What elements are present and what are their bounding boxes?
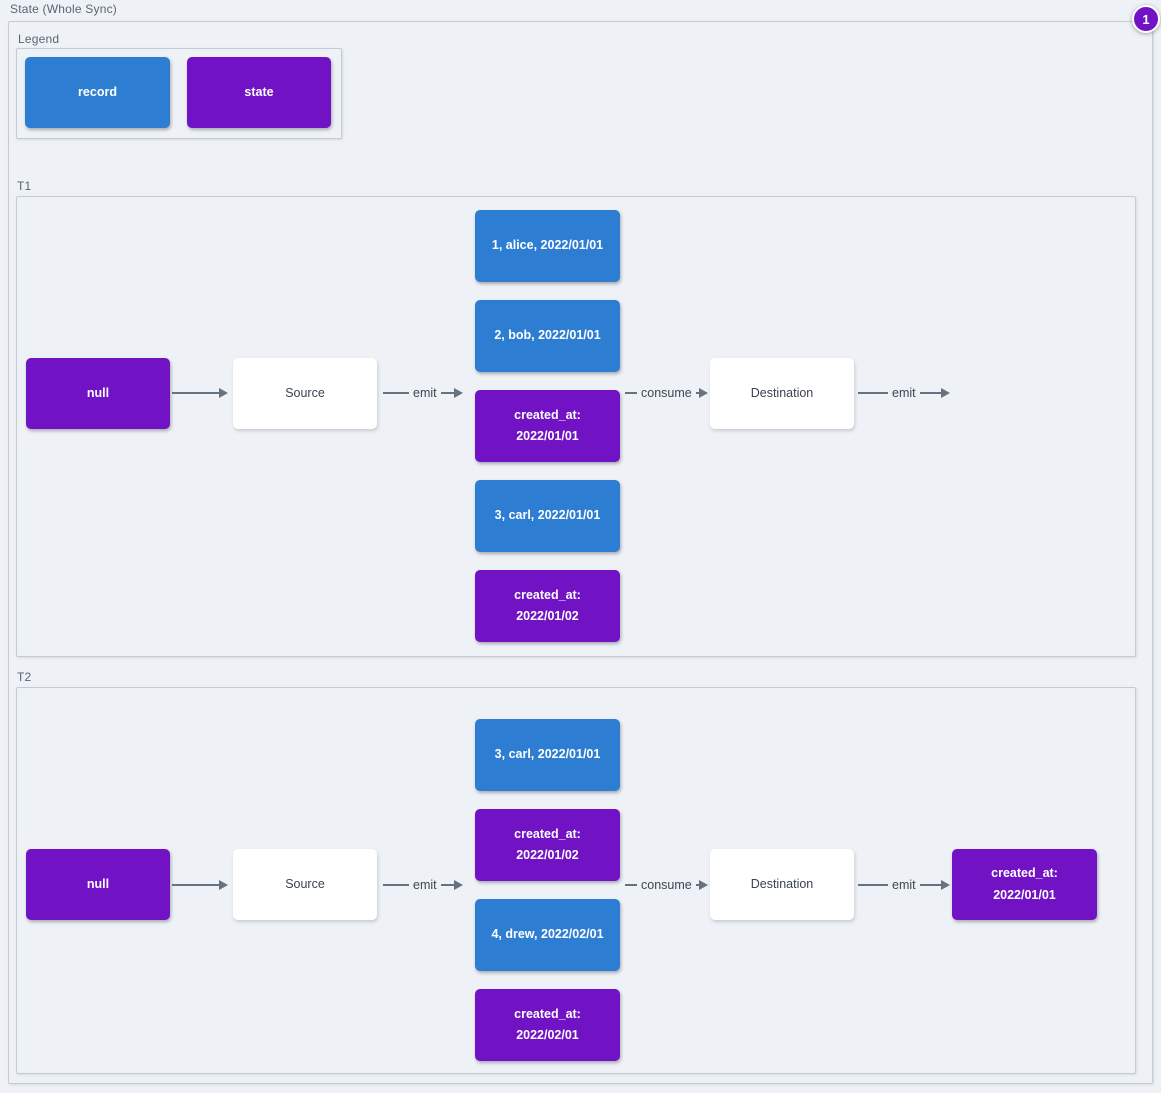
t2-emit-out-label: emit: [892, 878, 916, 892]
t2-destination-node: Destination: [710, 849, 854, 920]
arrowhead-icon: [698, 880, 708, 890]
arrow-line: [695, 884, 699, 886]
t2-null-to-source-arrow: [172, 877, 228, 893]
t1-container: [16, 196, 1136, 657]
arrowhead-icon: [219, 880, 228, 890]
t2-emit-in-arrow: emit: [383, 877, 463, 893]
t2-section-label: T2: [17, 670, 32, 684]
t1-section-label: T1: [17, 179, 32, 193]
legend-container: [16, 48, 342, 139]
t1-stack-state-1: created_at: 2022/01/01: [475, 390, 620, 462]
t2-consume-label: consume: [641, 878, 692, 892]
t2-emit-in-label: emit: [413, 878, 437, 892]
t2-stack-record-2: 4, drew, 2022/02/01: [475, 899, 620, 971]
arrow-line: [383, 392, 409, 394]
t2-stack-record-1: 3, carl, 2022/01/01: [475, 719, 620, 791]
t2-stack-state-1: created_at: 2022/01/02: [475, 809, 620, 881]
arrow-line: [919, 392, 941, 394]
t1-emit-in-arrow: emit: [383, 385, 463, 401]
arrow-line: [383, 884, 409, 886]
t2-source-node: Source: [233, 849, 377, 920]
t1-destination-node: Destination: [710, 358, 854, 429]
t1-consume-arrow: consume: [625, 385, 708, 401]
arrowhead-icon: [940, 880, 950, 890]
t1-consume-label: consume: [641, 386, 692, 400]
t2-container: [16, 687, 1136, 1074]
arrow-line: [858, 884, 888, 886]
legend-state-node: state: [187, 57, 331, 128]
t1-emit-out-label: emit: [892, 386, 916, 400]
arrowhead-icon: [219, 388, 228, 398]
arrowhead-icon: [698, 388, 708, 398]
t1-null-node: null: [26, 358, 170, 429]
legend-record-node: record: [25, 57, 170, 128]
t1-stack-record-1: 1, alice, 2022/01/01: [475, 210, 620, 282]
arrow-line: [695, 392, 699, 394]
arrowhead-icon: [940, 388, 950, 398]
t1-emit-out-arrow: emit: [858, 385, 950, 401]
arrow-line: [625, 392, 637, 394]
arrow-line: [858, 392, 888, 394]
t1-null-to-source-arrow: [172, 385, 228, 401]
arrow-line: [172, 392, 219, 394]
t1-stack-state-2: created_at: 2022/01/02: [475, 570, 620, 642]
t2-output-state-node: created_at: 2022/01/01: [952, 849, 1097, 920]
arrowhead-icon: [453, 388, 463, 398]
arrow-line: [440, 392, 454, 394]
t1-source-node: Source: [233, 358, 377, 429]
t2-consume-arrow: consume: [625, 877, 708, 893]
t1-stack-record-3: 3, carl, 2022/01/01: [475, 480, 620, 552]
t1-stack-record-2: 2, bob, 2022/01/01: [475, 300, 620, 372]
annotation-badge[interactable]: 1: [1132, 5, 1160, 33]
t2-emit-out-arrow: emit: [858, 877, 950, 893]
arrowhead-icon: [453, 880, 463, 890]
t1-emit-in-label: emit: [413, 386, 437, 400]
t2-null-node: null: [26, 849, 170, 920]
arrow-line: [625, 884, 637, 886]
page-title: State (Whole Sync): [10, 2, 117, 16]
arrow-line: [440, 884, 454, 886]
arrow-line: [919, 884, 941, 886]
outer-container: [8, 21, 1153, 1084]
t2-stack-state-2: created_at: 2022/02/01: [475, 989, 620, 1061]
legend-title: Legend: [18, 32, 60, 46]
arrow-line: [172, 884, 219, 886]
